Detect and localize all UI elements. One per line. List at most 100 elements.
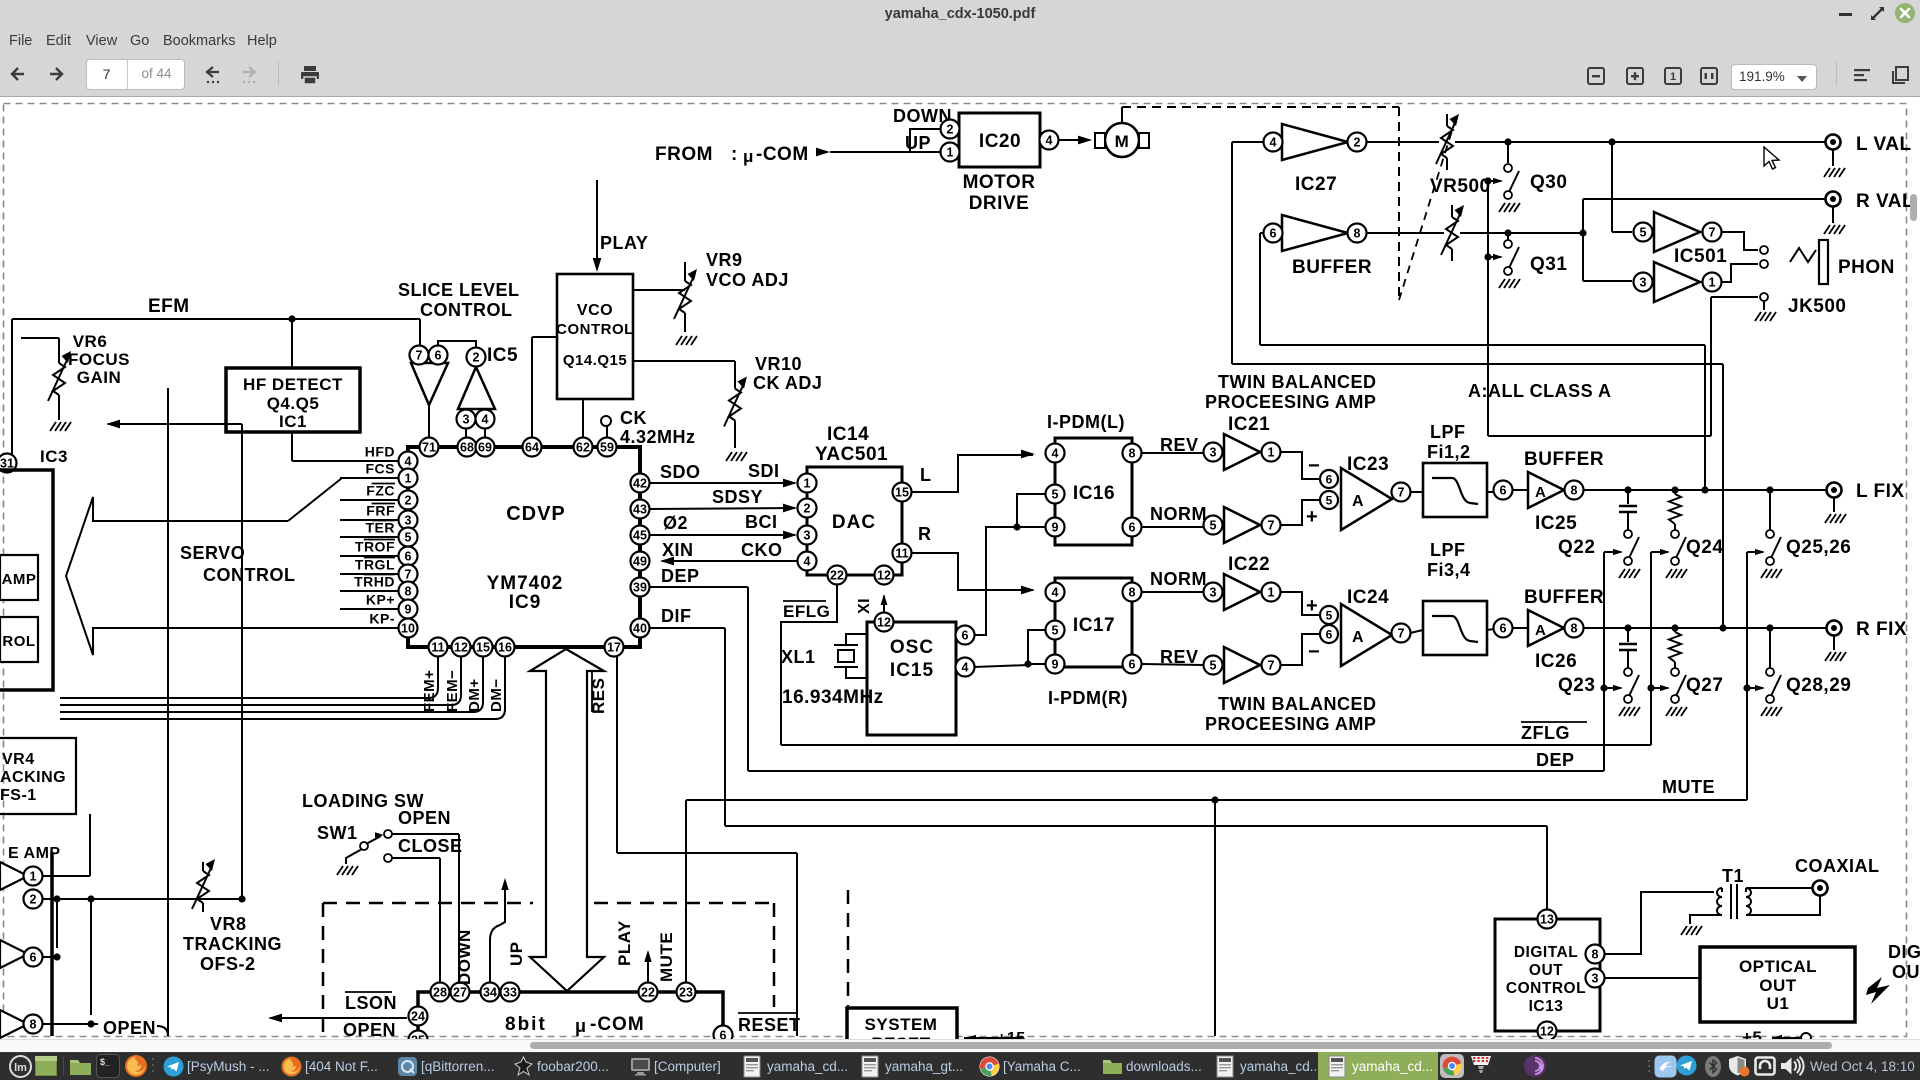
- svg-text:BUFFER: BUFFER: [1524, 587, 1604, 608]
- svg-text:U1: U1: [1767, 994, 1790, 1013]
- svg-text:10: 10: [401, 622, 415, 636]
- svg-text:4: 4: [1046, 134, 1053, 148]
- svg-text:Q27: Q27: [1686, 675, 1723, 696]
- svg-text:12: 12: [454, 641, 468, 655]
- svg-text:RESET: RESET: [738, 1015, 801, 1035]
- svg-text:8: 8: [1129, 447, 1136, 461]
- svg-text:1: 1: [1709, 276, 1716, 290]
- svg-text:4: 4: [962, 661, 969, 675]
- svg-text:XIN: XIN: [662, 540, 694, 560]
- svg-text:L VAL: L VAL: [1856, 134, 1912, 155]
- svg-text:42: 42: [633, 477, 647, 491]
- svg-text:TER: TER: [366, 520, 396, 536]
- svg-text:22: 22: [641, 986, 655, 1000]
- svg-text:T1: T1: [1722, 866, 1744, 886]
- svg-text:5: 5: [1210, 659, 1217, 673]
- svg-text:ROL: ROL: [2, 633, 35, 650]
- svg-text:BUFFER: BUFFER: [1292, 257, 1372, 278]
- svg-text:XI: XI: [856, 598, 873, 614]
- svg-text:OUT: OUT: [1759, 976, 1797, 995]
- svg-text:1: 1: [1670, 71, 1676, 83]
- svg-text:DEP: DEP: [1536, 750, 1575, 770]
- svg-text:Q22: Q22: [1558, 537, 1595, 558]
- svg-text:SW1: SW1: [317, 823, 358, 843]
- svg-text:Q30: Q30: [1530, 172, 1567, 193]
- svg-text:UP: UP: [905, 133, 931, 153]
- svg-text:2: 2: [473, 351, 480, 365]
- svg-text:I-PDM(L): I-PDM(L): [1047, 412, 1125, 432]
- svg-text:TRHD: TRHD: [354, 574, 395, 590]
- svg-text:Q23: Q23: [1558, 675, 1595, 696]
- svg-text:3: 3: [1210, 586, 1217, 600]
- svg-text:ACKING: ACKING: [0, 769, 66, 786]
- svg-text:MUTE: MUTE: [1662, 777, 1715, 797]
- svg-text:3: 3: [405, 514, 412, 528]
- svg-text:L: L: [920, 465, 932, 485]
- svg-text:CONTROL: CONTROL: [420, 300, 513, 320]
- svg-text:5: 5: [1640, 226, 1647, 240]
- svg-text:OPEN: OPEN: [343, 1020, 396, 1040]
- svg-text:μ: μ: [575, 1016, 587, 1036]
- svg-text:24: 24: [411, 1010, 425, 1024]
- svg-text:TROF: TROF: [355, 539, 395, 555]
- svg-text:CKO: CKO: [741, 540, 783, 560]
- svg-text:OPTICAL: OPTICAL: [1739, 957, 1817, 976]
- svg-text:5: 5: [1326, 608, 1333, 622]
- svg-text:CLOSE: CLOSE: [398, 836, 463, 856]
- svg-text:OPEN: OPEN: [398, 808, 451, 828]
- svg-text:VR9: VR9: [706, 250, 743, 270]
- svg-text:8bit: 8bit: [505, 1014, 547, 1035]
- svg-text:8: 8: [1571, 484, 1578, 498]
- svg-text:IC3: IC3: [40, 447, 68, 466]
- svg-text:5: 5: [405, 531, 412, 545]
- svg-text:-COM: -COM: [756, 144, 809, 165]
- svg-text:45: 45: [633, 529, 647, 543]
- svg-text:IC27: IC27: [1295, 174, 1337, 195]
- svg-text:LSON: LSON: [345, 993, 397, 1013]
- svg-text:39: 39: [633, 581, 647, 595]
- svg-text:BCI: BCI: [745, 512, 778, 532]
- svg-text:7: 7: [1398, 486, 1405, 500]
- svg-text:KP+: KP+: [366, 592, 395, 608]
- svg-text:6: 6: [30, 951, 37, 965]
- svg-text:+: +: [1306, 595, 1318, 617]
- svg-text:6: 6: [1500, 622, 1507, 636]
- svg-text:OSC: OSC: [890, 637, 934, 658]
- svg-text:FRF: FRF: [366, 503, 395, 519]
- svg-text:DEP: DEP: [661, 566, 700, 586]
- svg-text:A: A: [1535, 484, 1546, 501]
- svg-text:A: A: [1352, 629, 1364, 646]
- svg-text:6: 6: [435, 349, 442, 363]
- svg-text:27: 27: [453, 986, 467, 1000]
- svg-text:VR6: VR6: [73, 332, 108, 351]
- svg-text:7: 7: [416, 349, 423, 363]
- svg-text:6: 6: [1326, 627, 1333, 641]
- svg-text:71: 71: [422, 441, 436, 455]
- svg-text:11: 11: [431, 641, 444, 655]
- svg-text:BUFFER: BUFFER: [1524, 449, 1604, 470]
- svg-text:FCS: FCS: [366, 461, 396, 477]
- svg-text:NORM: NORM: [1150, 504, 1207, 524]
- svg-text:DRIVE: DRIVE: [969, 193, 1030, 214]
- svg-text:SDI: SDI: [748, 461, 780, 481]
- svg-text:SERVO: SERVO: [180, 543, 245, 563]
- svg-text:VCO: VCO: [577, 302, 613, 319]
- svg-text:R: R: [918, 524, 932, 544]
- svg-text:12: 12: [1540, 1025, 1554, 1039]
- svg-text:40: 40: [633, 622, 647, 636]
- svg-text:9: 9: [1052, 658, 1059, 672]
- svg-text:IC5: IC5: [487, 345, 518, 366]
- svg-text:4: 4: [1270, 136, 1277, 150]
- svg-text:15: 15: [476, 641, 490, 655]
- svg-text:REV: REV: [1160, 435, 1199, 455]
- svg-text:16.934MHz: 16.934MHz: [782, 687, 884, 708]
- svg-text:OUT: OUT: [1529, 962, 1563, 979]
- svg-text:7: 7: [1709, 226, 1716, 240]
- svg-text:TWIN BALANCED: TWIN BALANCED: [1218, 694, 1376, 714]
- svg-text:Q24: Q24: [1686, 537, 1723, 558]
- svg-text:FS-1: FS-1: [0, 787, 37, 804]
- svg-text:4: 4: [405, 455, 412, 469]
- svg-text:62: 62: [576, 441, 590, 455]
- svg-text:SDSY: SDSY: [712, 487, 763, 507]
- svg-text:Ø2: Ø2: [663, 513, 688, 533]
